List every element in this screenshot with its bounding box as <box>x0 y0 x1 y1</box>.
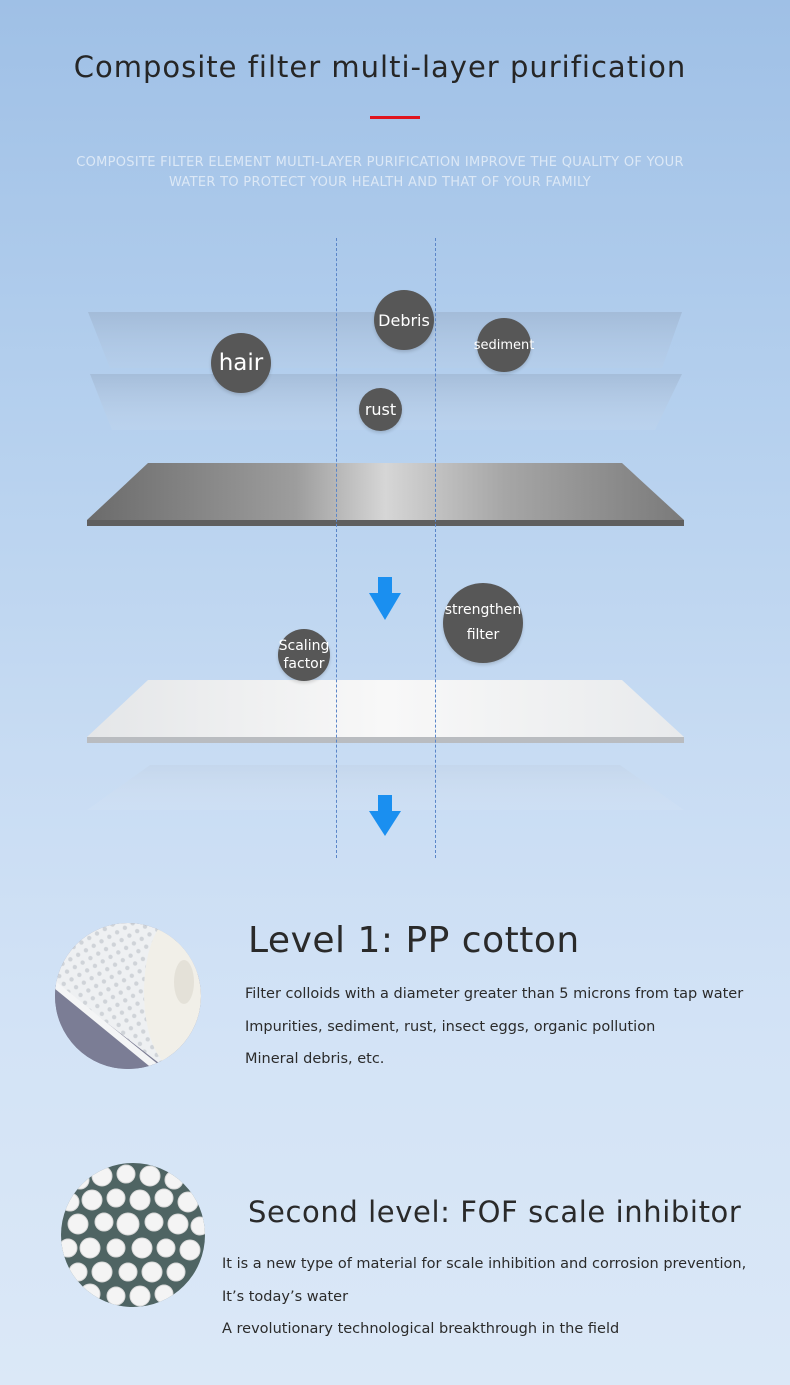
bubble-scaling-factor: Scaling factor <box>278 629 330 681</box>
title-accent-bar <box>370 116 420 119</box>
level1-line-1: Filter colloids with a diameter greater … <box>245 986 744 1002</box>
level2-line-3: A revolutionary technological breakthrou… <box>222 1321 620 1337</box>
subtitle-line-2: WATER TO PROTECT YOUR HEALTH AND THAT OF… <box>168 175 592 190</box>
filter-layers-diagram <box>87 312 684 836</box>
bubble-strengthen-filter: strengthen filter <box>443 583 523 663</box>
bubble-strengthen-line2: filter <box>466 627 500 643</box>
level1-description: Filter colloids with a diameter greater … <box>245 978 743 1076</box>
page-title: Composite filter multi-layer purificatio… <box>73 50 687 84</box>
bubble-sediment: sediment <box>474 318 534 372</box>
bubble-hair-label: hair <box>218 350 264 376</box>
pp-cotton-sheet-edge <box>87 520 684 526</box>
pp-cotton-sheet <box>87 463 684 520</box>
subtitle-line-1: COMPOSITE FILTER ELEMENT MULTI-LAYER PUR… <box>76 155 684 170</box>
level1-heading: Level 1: PP cotton <box>248 920 580 961</box>
fof-scale-inhibitor-image <box>61 1163 205 1307</box>
dashed-guide-right <box>435 238 436 858</box>
bubble-debris: Debris <box>374 290 434 350</box>
bubble-debris-label: Debris <box>378 310 430 330</box>
bubble-rust-label: rust <box>364 400 397 419</box>
level2-line-2: It’s today’s water <box>222 1288 349 1305</box>
fof-sheet <box>87 680 684 737</box>
bubble-sediment-label: sediment <box>473 337 535 353</box>
dashed-guide-left <box>336 238 337 858</box>
page-subtitle: COMPOSITE FILTER ELEMENT MULTI-LAYER PUR… <box>20 153 740 193</box>
bubble-scaling-line1: Scaling <box>278 638 330 654</box>
bubble-hair: hair <box>211 333 271 393</box>
level1-line-3: Mineral debris, etc. <box>245 1051 385 1067</box>
down-arrow-icon-2 <box>369 795 401 836</box>
level2-heading: Second level: FOF scale inhibitor <box>248 1195 742 1229</box>
level1-line-2: Impurities, sediment, rust, insect eggs,… <box>245 1018 656 1035</box>
level2-line-1: It is a new type of material for scale i… <box>222 1256 747 1272</box>
level2-description: It is a new type of material for scale i… <box>222 1248 746 1346</box>
fof-sheet-edge <box>87 737 684 743</box>
down-arrow-icon-1 <box>369 577 401 620</box>
pp-cotton-image <box>55 923 201 1069</box>
bubble-strengthen-line1: strengthen <box>444 602 522 618</box>
bubble-scaling-line2: factor <box>283 656 325 672</box>
reflection-sheet <box>87 765 684 810</box>
bubble-rust: rust <box>359 388 402 431</box>
